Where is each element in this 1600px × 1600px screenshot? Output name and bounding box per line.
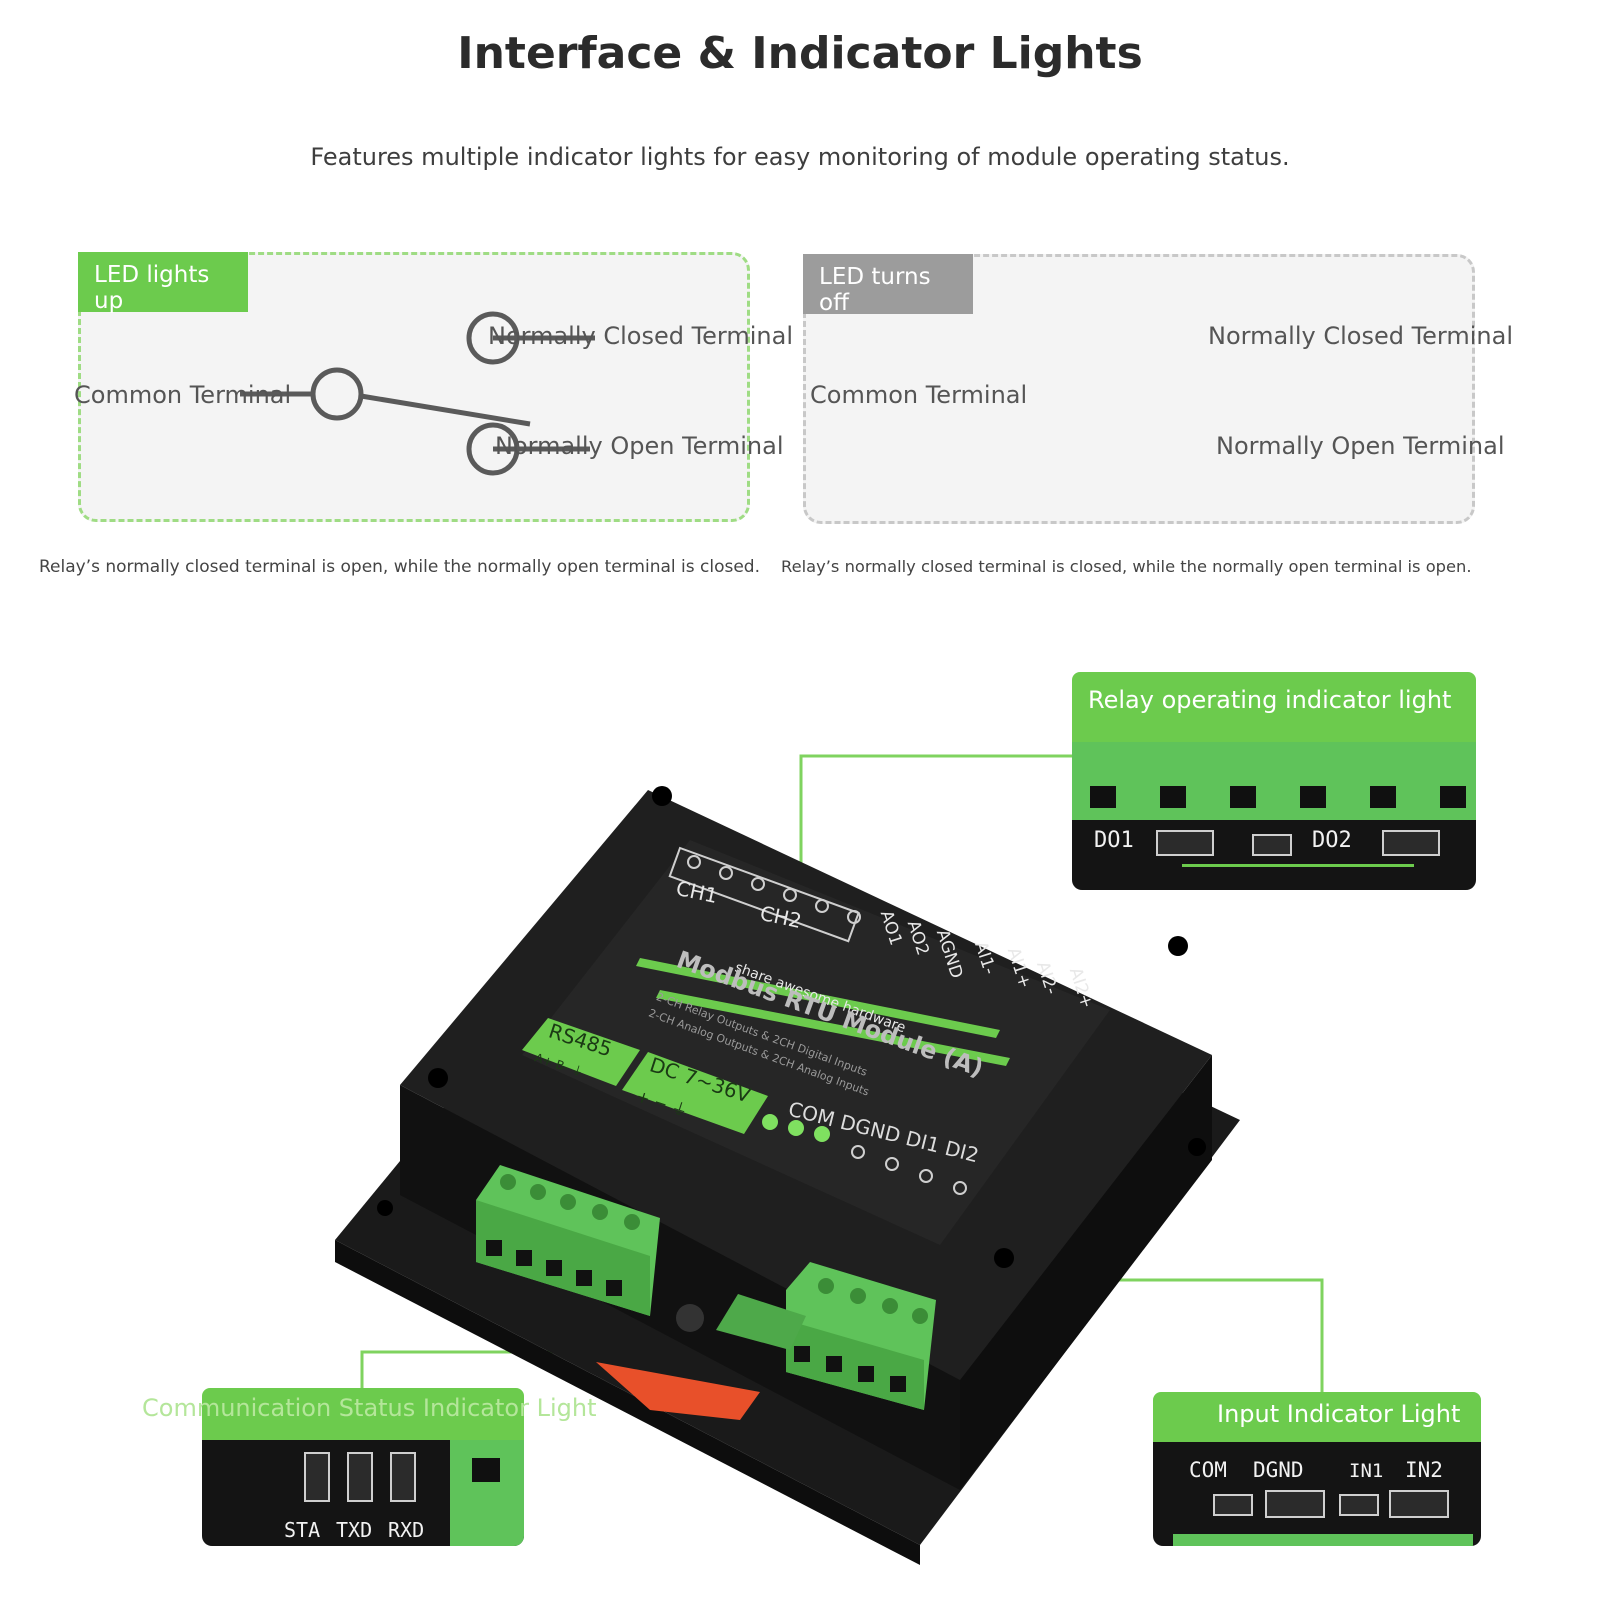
- switch-arm: [360, 393, 531, 427]
- led-icon: [304, 1452, 330, 1502]
- device-top-panel: [522, 840, 1110, 1245]
- pcb-led-strip: [716, 1294, 806, 1350]
- open-terminal-label: Normally Open Terminal: [495, 432, 784, 460]
- led-icon: [1156, 830, 1214, 856]
- led-icon: [762, 1114, 830, 1142]
- bottom-terminal-row: [851, 1145, 967, 1195]
- screw-terminal-icon: [476, 1165, 660, 1316]
- din-base-edge: [335, 1240, 920, 1565]
- caption-led-on: Relay’s normally closed terminal is open…: [39, 557, 760, 577]
- comm-rxd-label: RXD: [388, 1518, 425, 1542]
- rs485-label-bg: [522, 1018, 640, 1086]
- page-title: Interface & Indicator Lights: [457, 28, 1143, 79]
- common-terminal-label: Common Terminal: [810, 381, 1028, 409]
- open-terminal-label: Normally Open Terminal: [1216, 432, 1505, 460]
- caption-led-off: Relay’s normally closed terminal is clos…: [781, 557, 1472, 576]
- relay-do1-label: DO1: [1094, 828, 1134, 853]
- comm-sta-label: STA: [284, 1518, 321, 1542]
- screw-terminal-icon: [786, 1262, 936, 1410]
- led-icon: [390, 1452, 416, 1502]
- led-icon: [1382, 830, 1440, 856]
- callout-comm-title: Communication Status Indicator Light: [142, 1394, 597, 1422]
- callout-relay-title: Relay operating indicator light: [1072, 672, 1476, 742]
- dc-label-bg: [622, 1052, 768, 1134]
- comm-txd-label: TXD: [336, 1518, 373, 1542]
- input-in2-label: IN2: [1405, 1458, 1443, 1482]
- callout-input-board: COM DGND IN1 IN2: [1153, 1442, 1481, 1546]
- input-dgnd-label: DGND: [1253, 1458, 1304, 1482]
- panel-arrow-upper: [636, 958, 1000, 1038]
- tag-led-on: LED lights up: [78, 252, 248, 314]
- tag-led-off: LED turns off: [803, 254, 973, 316]
- relay-switch-on-icon: [240, 311, 595, 476]
- page-subtitle: Features multiple indicator lights for e…: [310, 143, 1290, 171]
- input-in1-label: IN1: [1349, 1460, 1384, 1482]
- input-com-label: COM: [1189, 1458, 1227, 1482]
- relay-do2-label: DO2: [1312, 828, 1352, 853]
- terminal-hole: [472, 1458, 500, 1482]
- led-indicator-line: [1182, 864, 1414, 867]
- led-icon: [1213, 1494, 1253, 1516]
- led-icon: [1252, 834, 1292, 856]
- relay-terminal-block: [1072, 742, 1476, 820]
- din-clip: [596, 1362, 760, 1420]
- closed-terminal-label: Normally Closed Terminal: [1208, 322, 1514, 350]
- screw-terminal-icon: [450, 1440, 524, 1546]
- callout-comm-head: [202, 1388, 524, 1440]
- top-terminal-row: [668, 846, 861, 943]
- led-icon: [1339, 1494, 1379, 1516]
- common-terminal-label: Common Terminal: [74, 381, 292, 409]
- input-terminal-strip: [1173, 1534, 1473, 1546]
- closed-terminal-label: Normally Closed Terminal: [488, 322, 794, 350]
- led-icon: [347, 1452, 373, 1502]
- callout-relay-board: DO1 DO2: [1072, 742, 1476, 890]
- callout-comm-board: STA TXD RXD: [202, 1440, 524, 1546]
- callout-input-title: Input Indicator Light: [1153, 1392, 1481, 1442]
- dc-jack-icon: [676, 1304, 704, 1332]
- relay-leader: [799, 754, 1072, 865]
- relay-terminal-holes: [1090, 786, 1470, 808]
- panel-arrow-lower: [656, 990, 1010, 1066]
- device-side-right: [960, 1055, 1212, 1490]
- led-icon: [1265, 1490, 1325, 1518]
- mount-hole-icon: [377, 786, 1206, 1268]
- led-icon: [1389, 1490, 1449, 1518]
